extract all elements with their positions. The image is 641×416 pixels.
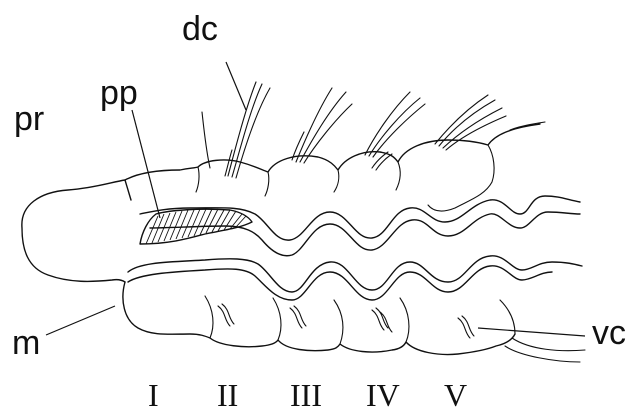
label-pp: pp bbox=[100, 74, 138, 112]
label-pr: pr bbox=[14, 100, 44, 138]
tail-lines bbox=[505, 338, 585, 362]
ventral-fold-3 bbox=[334, 300, 343, 344]
ventral-cirri bbox=[218, 304, 474, 338]
ventral-fold-4 bbox=[400, 298, 409, 342]
segment-label: II bbox=[217, 377, 238, 413]
lower-band-top bbox=[128, 256, 582, 292]
body-outline bbox=[22, 124, 540, 282]
segment-fold-2 bbox=[265, 172, 269, 196]
ventral-fold-1 bbox=[205, 296, 213, 338]
segment-label: V bbox=[444, 377, 467, 413]
segment-fold-3 bbox=[334, 170, 339, 192]
segment-fold-1 bbox=[196, 167, 199, 192]
upper-band-bottom bbox=[150, 212, 580, 256]
ventral-body-outline bbox=[123, 282, 515, 355]
ventral-outline bbox=[123, 282, 585, 362]
segment-fold-4 bbox=[396, 162, 400, 190]
ventral-fold-5 bbox=[500, 300, 515, 334]
prostomium-outline bbox=[22, 180, 131, 282]
dorsal-outline bbox=[125, 124, 540, 180]
upper-band bbox=[140, 196, 580, 256]
label-vc: vc bbox=[592, 314, 626, 352]
lower-band bbox=[128, 256, 582, 300]
label-dc: dc bbox=[182, 10, 218, 48]
label-m: m bbox=[12, 324, 40, 362]
lower-band-bottom bbox=[128, 266, 552, 300]
leader-m bbox=[46, 306, 115, 335]
ventral-fold-2 bbox=[273, 298, 281, 340]
segment-label: IV bbox=[366, 377, 400, 413]
segment-label: III bbox=[290, 377, 322, 413]
leader-vc bbox=[478, 328, 585, 336]
leader-pp bbox=[132, 110, 160, 218]
leader-dc bbox=[226, 62, 246, 110]
segment-label: I bbox=[148, 377, 159, 413]
